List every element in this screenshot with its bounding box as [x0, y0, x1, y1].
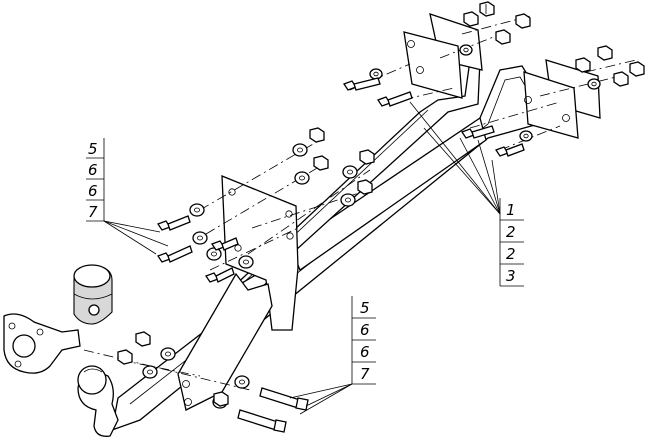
callout-group-bottom: 5 6 6 7	[289, 296, 376, 415]
nut	[575, 57, 591, 73]
bolt	[157, 215, 191, 231]
nut	[597, 45, 613, 61]
nut	[309, 127, 325, 143]
bolt	[377, 91, 413, 107]
ball-cover	[73, 264, 113, 325]
washer	[294, 171, 310, 185]
callout-label: 6	[88, 182, 98, 200]
nut	[463, 11, 479, 27]
washer	[238, 255, 254, 269]
side-bracket-plate	[221, 175, 299, 331]
callout-label: 7	[88, 203, 98, 221]
nut	[629, 61, 645, 77]
nut	[313, 155, 329, 171]
washer	[192, 231, 208, 245]
bolt	[205, 267, 235, 283]
socket-bracket	[3, 313, 81, 374]
mounting-plate-top	[403, 13, 483, 99]
washer	[369, 68, 383, 80]
bolt	[237, 409, 287, 433]
callout-label: 6	[88, 161, 98, 179]
callout-label: 5	[360, 299, 370, 317]
washer	[587, 78, 601, 90]
callout-label: 6	[360, 343, 370, 361]
callout-label: 6	[360, 321, 370, 339]
bolt	[343, 77, 381, 91]
callout-group-left: 5 6 6 7	[86, 138, 169, 255]
bolt	[211, 237, 239, 251]
bolt	[495, 143, 525, 157]
nut	[479, 1, 495, 17]
callout-group-right: 1 2 2 3	[409, 101, 524, 287]
callout-label: 2	[506, 245, 516, 263]
tow-ball	[77, 365, 119, 437]
washer	[160, 347, 176, 361]
washer	[342, 165, 358, 179]
washer	[519, 130, 533, 142]
bolts	[157, 77, 525, 433]
callout-label: 2	[506, 223, 516, 241]
bolt	[157, 245, 193, 263]
bolt	[461, 125, 495, 139]
washer	[459, 44, 473, 56]
callout-label: 1	[506, 201, 516, 219]
callout-label: 7	[360, 365, 370, 383]
nut	[117, 349, 133, 365]
nut	[495, 29, 511, 45]
washers	[142, 44, 601, 409]
callout-label: 5	[88, 140, 98, 158]
nuts	[117, 1, 645, 407]
washer	[189, 203, 205, 217]
nut	[135, 331, 151, 347]
nut	[213, 391, 229, 407]
nut	[359, 149, 375, 165]
washer	[142, 365, 158, 379]
washer	[340, 193, 356, 207]
washer	[206, 247, 222, 261]
nut	[515, 13, 531, 29]
callout-label: 3	[506, 267, 516, 285]
washer	[292, 143, 308, 157]
washer	[234, 375, 250, 389]
bolt	[259, 387, 309, 411]
lower-bracket	[177, 272, 273, 411]
nut	[357, 179, 373, 195]
mounting-plate-right	[523, 59, 601, 139]
nut	[613, 71, 629, 87]
